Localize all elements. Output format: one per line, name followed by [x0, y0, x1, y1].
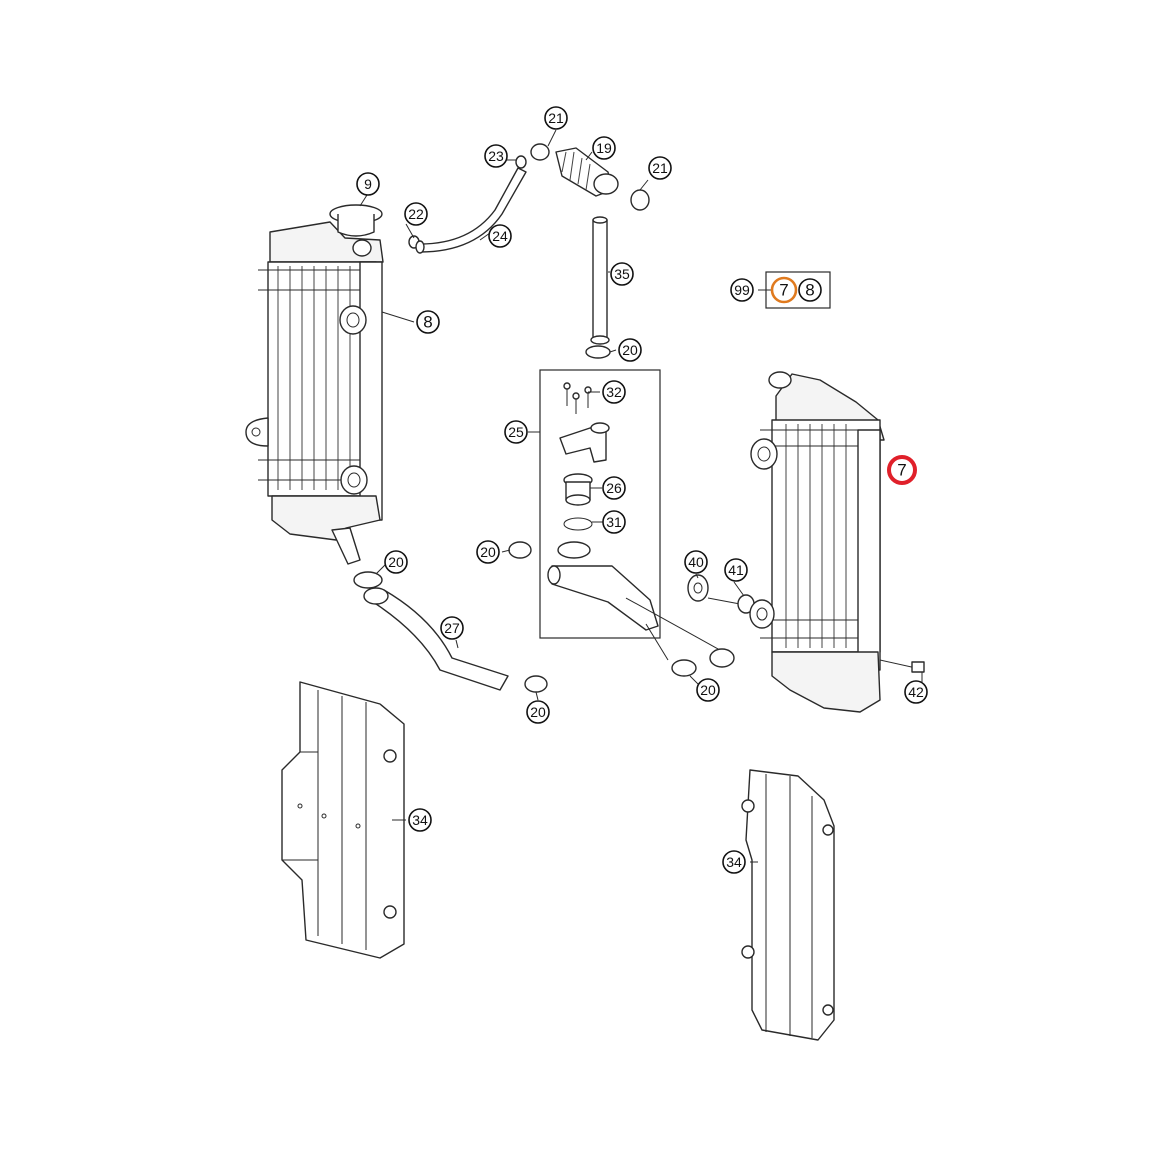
- grommet-washer: [687, 574, 755, 614]
- callout-25: 25: [504, 420, 528, 444]
- connector-tube: [585, 216, 611, 359]
- callout-41: 41: [724, 558, 748, 582]
- svg-text:41: 41: [728, 562, 744, 578]
- svg-text:26: 26: [606, 480, 622, 496]
- svg-text:27: 27: [444, 620, 460, 636]
- callout-leaders: [359, 129, 772, 863]
- right-radiator: [749, 371, 925, 713]
- svg-text:35: 35: [614, 266, 630, 282]
- svg-text:31: 31: [606, 514, 622, 530]
- svg-text:21: 21: [548, 110, 564, 126]
- svg-text:42: 42: [908, 684, 924, 700]
- callout-20-mid: 20: [384, 550, 408, 574]
- callout-99-part-7: 7: [770, 276, 798, 304]
- callout-99: 99: [730, 278, 754, 302]
- svg-text:7: 7: [897, 461, 906, 480]
- callout-24: 24: [488, 224, 512, 248]
- right-radiator-shroud: [741, 769, 835, 1041]
- kit-99-box: [765, 271, 831, 309]
- callout-20-bottom: 20: [526, 700, 550, 724]
- callout-40: 40: [684, 550, 708, 574]
- svg-text:20: 20: [622, 342, 638, 358]
- lower-hose: [363, 587, 509, 691]
- svg-text:23: 23: [488, 148, 504, 164]
- callout-34-left: 34: [408, 808, 432, 832]
- callout-23: 23: [484, 144, 508, 168]
- callout-35: 35: [610, 262, 634, 286]
- callout-21-top: 21: [544, 106, 568, 130]
- svg-text:8: 8: [423, 313, 432, 332]
- svg-text:20: 20: [530, 704, 546, 720]
- callout-27: 27: [440, 616, 464, 640]
- callout-99-part-8: 8: [798, 278, 822, 302]
- callout-20-left: 20: [476, 540, 500, 564]
- left-radiator-shroud: [281, 681, 405, 959]
- svg-text:25: 25: [508, 424, 524, 440]
- svg-text:20: 20: [700, 682, 716, 698]
- thermostat-kit-frame: [528, 369, 661, 639]
- top-hose-assembly: [530, 143, 650, 211]
- callout-9: 9: [356, 172, 380, 196]
- callout-21-right: 21: [648, 156, 672, 180]
- callout-22: 22: [404, 202, 428, 226]
- svg-text:19: 19: [596, 140, 612, 156]
- svg-text:32: 32: [606, 384, 622, 400]
- overflow-hose: [408, 155, 527, 254]
- svg-text:34: 34: [412, 812, 428, 828]
- svg-text:22: 22: [408, 206, 424, 222]
- callout-19: 19: [592, 136, 616, 160]
- left-radiator: [245, 204, 384, 565]
- callout-32: 32: [602, 380, 626, 404]
- callout-20-right: 20: [696, 678, 720, 702]
- callout-42: 42: [904, 680, 928, 704]
- svg-text:40: 40: [688, 554, 704, 570]
- svg-text:7: 7: [779, 281, 788, 300]
- svg-text:24: 24: [492, 228, 508, 244]
- callout-34-right: 34: [722, 850, 746, 874]
- callout-7-highlighted: 7: [887, 455, 917, 485]
- svg-text:21: 21: [652, 160, 668, 176]
- hose-clamps: [353, 541, 735, 693]
- callout-26: 26: [602, 476, 626, 500]
- svg-text:99: 99: [734, 282, 750, 298]
- svg-text:20: 20: [480, 544, 496, 560]
- svg-text:9: 9: [364, 176, 372, 192]
- callout-8: 8: [416, 310, 440, 334]
- svg-text:34: 34: [726, 854, 742, 870]
- svg-text:20: 20: [388, 554, 404, 570]
- svg-text:8: 8: [805, 281, 814, 300]
- callout-31: 31: [602, 510, 626, 534]
- callout-20-top: 20: [618, 338, 642, 362]
